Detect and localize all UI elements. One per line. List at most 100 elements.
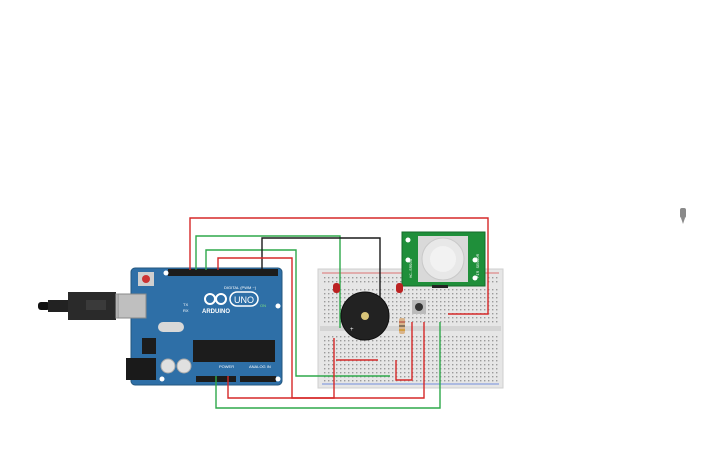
breadboard-hole [376, 340, 378, 342]
breadboard-hole [420, 364, 422, 366]
breadboard-hole [368, 360, 370, 362]
breadboard-hole [388, 368, 390, 370]
breadboard-hole [408, 297, 410, 299]
breadboard-hole [468, 321, 470, 323]
breadboard-hole [476, 305, 478, 307]
breadboard-hole [484, 297, 486, 299]
wire-red-jumper-2[interactable] [395, 322, 413, 381]
breadboard-hole [388, 281, 390, 283]
breadboard-hole [464, 301, 466, 303]
arduino-uno-board[interactable]: UNO ARDUINO DIGITAL (PWM ~) POWER ANALOG… [117, 267, 283, 386]
wire-red-mid[interactable] [217, 257, 335, 399]
breadboard-hole [416, 336, 418, 338]
breadboard-hole [464, 348, 466, 350]
breadboard-hole [404, 360, 406, 362]
wire-green-top[interactable] [195, 235, 341, 328]
breadboard-hole [444, 344, 446, 346]
led-red[interactable] [333, 283, 340, 293]
breadboard-hole [432, 293, 434, 295]
breadboard-hole [452, 340, 454, 342]
breadboard-hole [324, 277, 326, 279]
breadboard-hole [420, 368, 422, 370]
breadboard-hole [388, 309, 390, 311]
breadboard-hole [488, 376, 490, 378]
breadboard-hole [392, 313, 394, 315]
breadboard-hole [448, 376, 450, 378]
breadboard-hole [332, 364, 334, 366]
breadboard-hole [380, 368, 382, 370]
breadboard-hole [368, 352, 370, 354]
breadboard-hole [468, 301, 470, 303]
breadboard-hole [364, 360, 366, 362]
wires[interactable] [189, 217, 489, 409]
breadboard-hole [388, 364, 390, 366]
breadboard-hole [484, 317, 486, 319]
breadboard-hole [416, 368, 418, 370]
power-jack [126, 358, 156, 380]
breadboard-hole [332, 321, 334, 323]
breadboard-hole [336, 281, 338, 283]
breadboard-hole [460, 356, 462, 358]
breadboard-hole [360, 277, 362, 279]
pir-sensor[interactable]: HC-SR501 PIR SENSOR [401, 231, 486, 288]
multimeter-probe-icon[interactable] [680, 208, 686, 224]
wire-black[interactable] [261, 237, 381, 302]
breadboard-hole [428, 372, 430, 374]
breadboard-hole [380, 340, 382, 342]
breadboard-hole [444, 317, 446, 319]
breadboard-hole [340, 352, 342, 354]
breadboard-hole [472, 289, 474, 291]
wire-green-mid[interactable] [205, 249, 390, 377]
breadboard-hole [392, 372, 394, 374]
piezo-buzzer[interactable]: + [340, 291, 390, 341]
breadboard-hole [428, 340, 430, 342]
breadboard-hole [436, 309, 438, 311]
breadboard-hole [460, 368, 462, 370]
breadboard-hole [384, 372, 386, 374]
breadboard-hole [328, 356, 330, 358]
breadboard-hole [496, 376, 498, 378]
breadboard-hole [480, 289, 482, 291]
push-button[interactable] [412, 300, 426, 314]
breadboard-hole [384, 352, 386, 354]
breadboard-hole [460, 340, 462, 342]
breadboard-hole [368, 364, 370, 366]
wire-red-bottom[interactable] [227, 322, 425, 399]
breadboard-hole [448, 289, 450, 291]
breadboard-hole [328, 289, 330, 291]
wire-red-top[interactable] [189, 217, 489, 315]
breadboard-hole [448, 352, 450, 354]
breadboard-hole [444, 309, 446, 311]
breadboard-hole [448, 336, 450, 338]
breadboard-hole [440, 293, 442, 295]
breadboard-hole [444, 352, 446, 354]
breadboard-hole [364, 340, 366, 342]
breadboard-hole [364, 281, 366, 283]
breadboard-hole [480, 293, 482, 295]
breadboard-hole [420, 317, 422, 319]
center-channel [320, 326, 501, 331]
breadboard-hole [392, 364, 394, 366]
breadboard-hole [328, 368, 330, 370]
breadboard-hole [376, 352, 378, 354]
breadboard-hole [416, 376, 418, 378]
breadboard-hole [480, 352, 482, 354]
breadboard-hole [432, 336, 434, 338]
breadboard-hole [384, 356, 386, 358]
breadboard-hole [460, 293, 462, 295]
breadboard-hole [400, 360, 402, 362]
breadboard-hole [492, 305, 494, 307]
led-red[interactable] [396, 283, 403, 293]
breadboard-hole [328, 344, 330, 346]
breadboard-hole [372, 281, 374, 283]
breadboard-hole [348, 281, 350, 283]
resistor[interactable] [399, 318, 405, 334]
breadboard-hole [344, 360, 346, 362]
breadboard-hole [352, 277, 354, 279]
breadboard-hole [392, 309, 394, 311]
breadboard-hole [436, 380, 438, 382]
breadboard-hole [444, 336, 446, 338]
breadboard-hole [416, 321, 418, 323]
wire-green-bottom[interactable] [215, 322, 441, 409]
